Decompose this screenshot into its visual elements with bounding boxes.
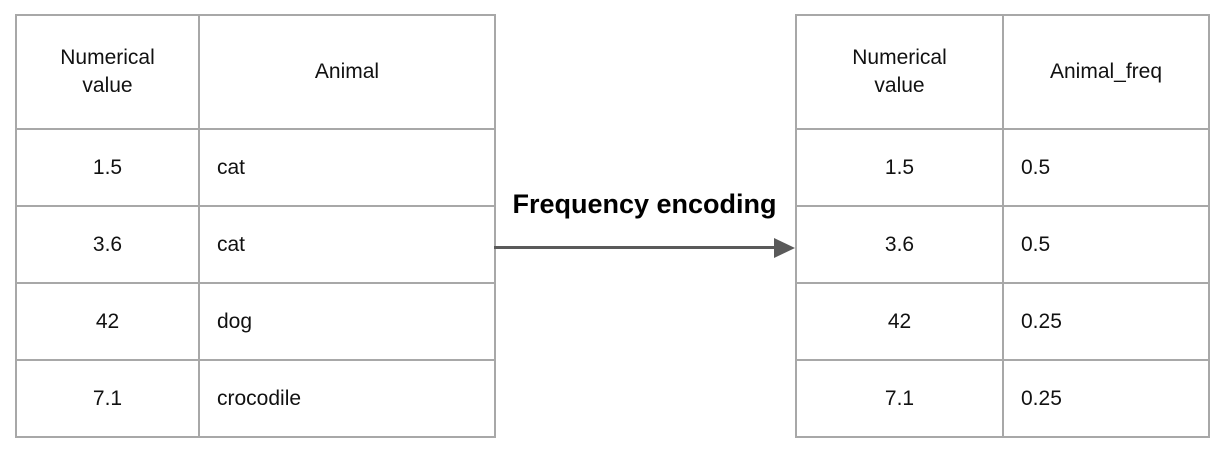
table-cell: 0.25 <box>1002 282 1210 361</box>
table-row: 7.1 crocodile <box>15 359 496 438</box>
table-cell: dog <box>198 282 496 361</box>
table-cell: 7.1 <box>15 359 200 438</box>
input-table-header-row: Numerical value Animal <box>15 14 496 130</box>
table-cell: crocodile <box>198 359 496 438</box>
table-cell: 1.5 <box>795 128 1004 207</box>
input-header-numerical-value-label: Numerical value <box>60 45 155 97</box>
table-row: 3.6 cat <box>15 205 496 284</box>
output-table-header-row: Numerical value Animal_freq <box>795 14 1210 130</box>
table-cell: 3.6 <box>15 205 200 284</box>
table-row: 1.5 cat <box>15 128 496 207</box>
output-header-numerical-value: Numerical value <box>795 14 1004 130</box>
table-cell: 1.5 <box>15 128 200 207</box>
table-cell: 42 <box>795 282 1004 361</box>
table-cell: 3.6 <box>795 205 1004 284</box>
table-cell: 0.25 <box>1002 359 1210 438</box>
arrow-line <box>494 246 776 249</box>
table-row: 42 dog <box>15 282 496 361</box>
table-cell: 42 <box>15 282 200 361</box>
table-cell: cat <box>198 128 496 207</box>
input-header-animal: Animal <box>198 14 496 130</box>
output-header-animal-freq: Animal_freq <box>1002 14 1210 130</box>
arrow-label: Frequency encoding <box>512 189 777 219</box>
table-cell: cat <box>198 205 496 284</box>
output-header-numerical-value-label: Numerical value <box>852 45 947 97</box>
input-table: Numerical value Animal 1.5 cat 3.6 cat 4… <box>15 14 496 438</box>
output-table: Numerical value Animal_freq 1.5 0.5 3.6 … <box>795 14 1210 438</box>
table-cell: 0.5 <box>1002 128 1210 207</box>
table-row: 1.5 0.5 <box>795 128 1210 207</box>
table-cell: 7.1 <box>795 359 1004 438</box>
arrow-head-icon <box>774 238 795 258</box>
input-header-numerical-value: Numerical value <box>15 14 200 130</box>
table-cell: 0.5 <box>1002 205 1210 284</box>
table-row: 7.1 0.25 <box>795 359 1210 438</box>
table-row: 42 0.25 <box>795 282 1210 361</box>
table-row: 3.6 0.5 <box>795 205 1210 284</box>
